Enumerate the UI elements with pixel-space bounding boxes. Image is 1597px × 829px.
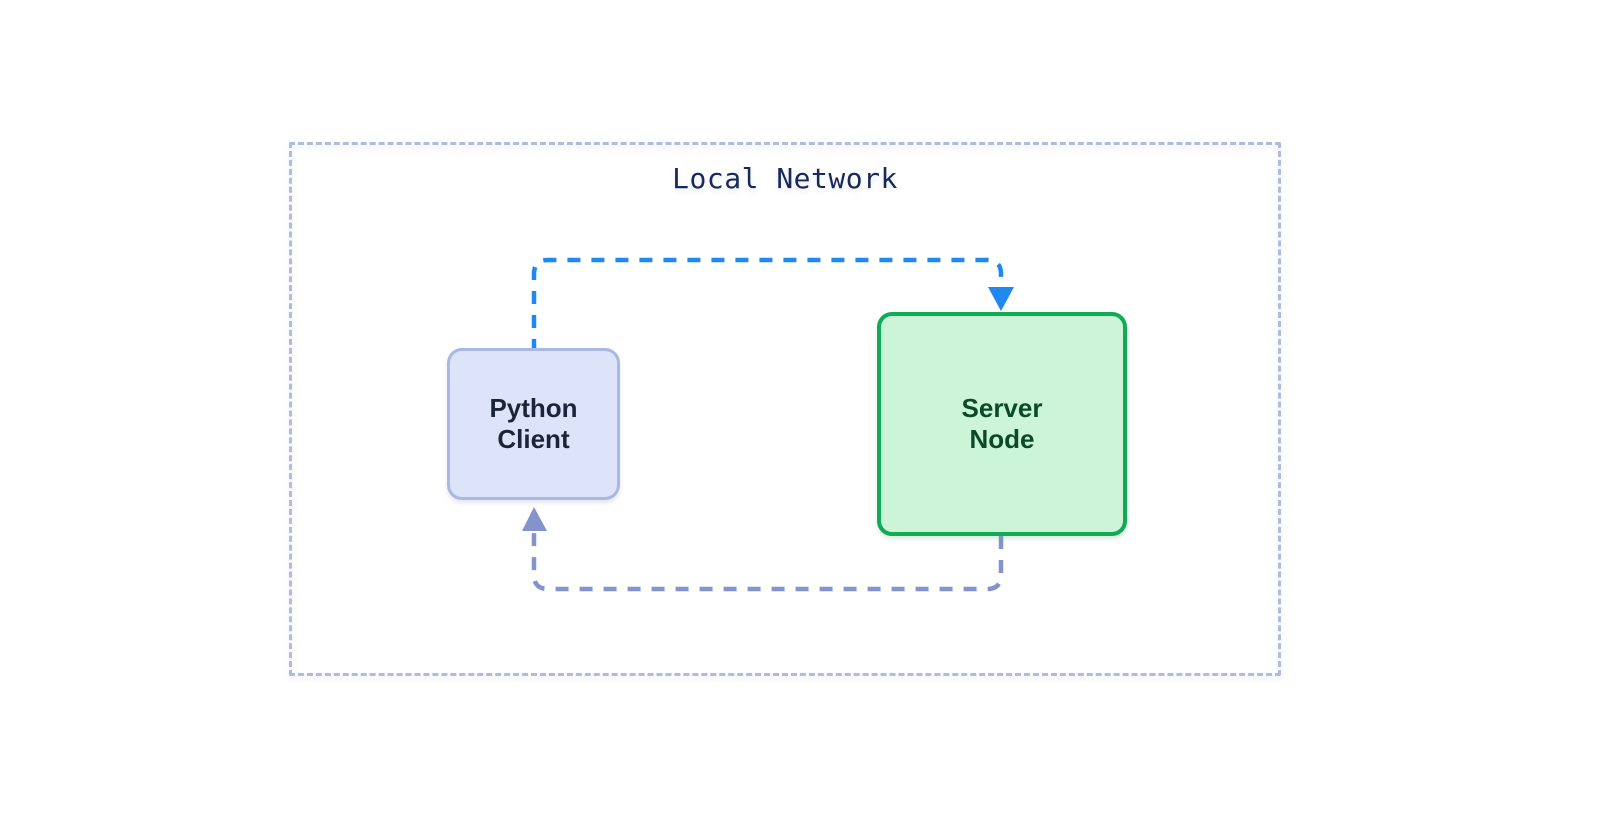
node-python-client[interactable]: Python Client: [447, 348, 620, 500]
node-server-node[interactable]: Server Node: [877, 312, 1127, 536]
node-python-client-label: Python Client: [489, 393, 578, 454]
local-network-title: Local Network: [672, 162, 898, 195]
node-server-node-label: Server Node: [961, 393, 1043, 454]
local-network-container: Local Network: [289, 142, 1281, 676]
